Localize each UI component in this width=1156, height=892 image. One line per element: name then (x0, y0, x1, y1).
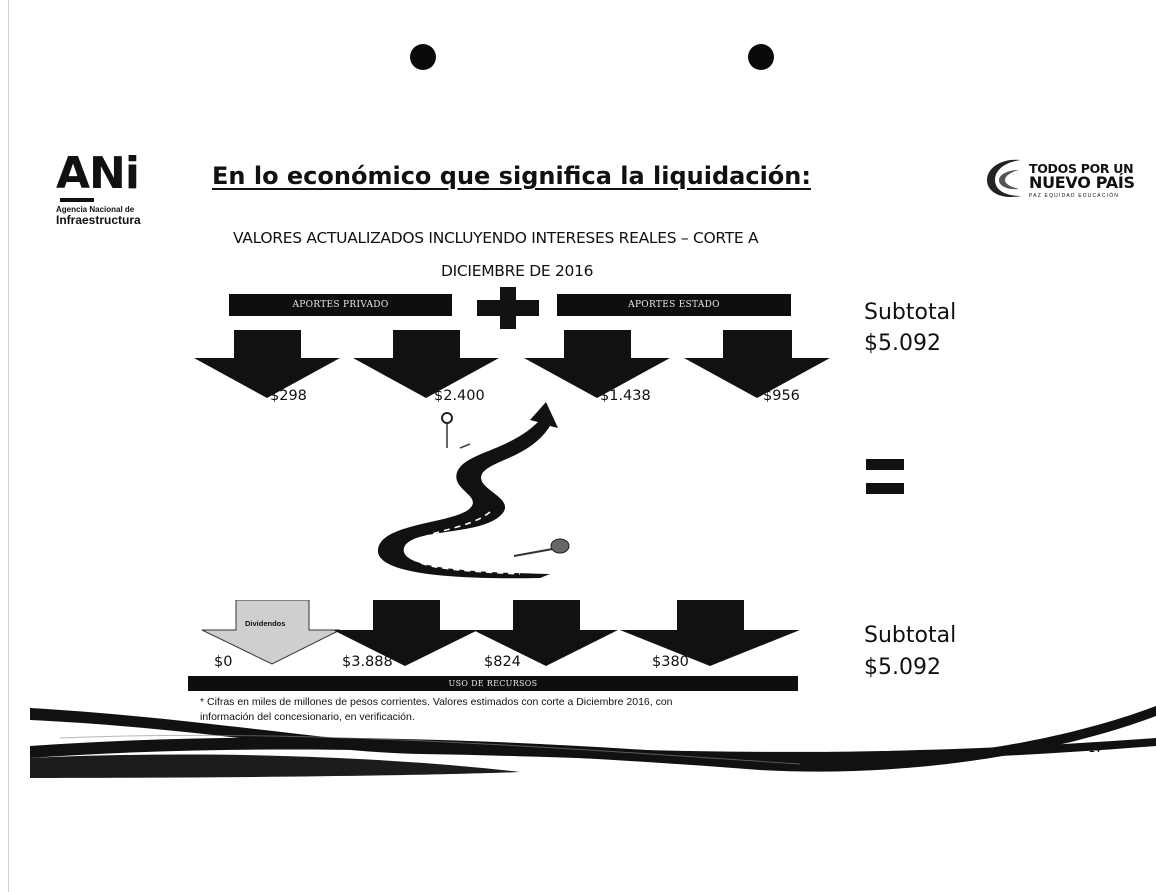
dividends-arrow-icon (201, 600, 341, 665)
government-logo-line3: PAZ EQUIDAD EDUCACIÓN (1029, 193, 1120, 199)
value-state-2: $956 (763, 388, 800, 404)
punch-hole-right (748, 44, 774, 70)
value-private-1: $298 (270, 388, 307, 404)
bottom-subtotal-label: Subtotal (864, 623, 957, 648)
top-subtotal-value: $5.092 (864, 331, 941, 356)
heading-line1: VALORES ACTUALIZADOS INCLUYENDO INTERESE… (233, 229, 759, 247)
top-down-arrows (194, 330, 830, 398)
government-logo-line2: NUEVO PAÍS (1029, 173, 1135, 192)
top-subtotal-label: Subtotal (864, 300, 957, 325)
equals-bar-bottom (866, 483, 904, 494)
down-arrow-icon (684, 330, 830, 398)
state-contributions-bar: APORTES ESTADO (557, 294, 791, 316)
heading-line2: DICIEMBRE DE 2016 (441, 262, 594, 280)
swoosh-emblem-icon (987, 159, 1021, 198)
resource-use-bar: USO DE RECURSOS (188, 676, 798, 691)
ani-logo-mark: ANi (56, 148, 140, 199)
slide-title: En lo económico que significa la liquida… (212, 162, 811, 190)
page-edge-line (8, 0, 9, 892)
plus-icon (477, 287, 539, 329)
down-arrow-icon (333, 600, 478, 666)
winding-road-illustration (377, 402, 570, 579)
punch-hole-left (410, 44, 436, 70)
decorative-wave-band (30, 706, 1156, 778)
value-use-1: $3.888 (342, 654, 393, 670)
down-arrow-icon (473, 600, 618, 666)
footnote-line1: * Cifras en miles de millones de pesos c… (200, 696, 673, 708)
value-use-3: $380 (652, 654, 689, 670)
page-number: 14 (1089, 744, 1101, 755)
down-arrow-icon (524, 330, 670, 398)
bottom-down-arrows (201, 600, 800, 666)
ani-logo-underline (60, 198, 94, 202)
government-logo: TODOS POR UN NUEVO PAÍS PAZ EQUIDAD EDUC… (983, 156, 1143, 206)
private-contributions-bar: APORTES PRIVADO (229, 294, 452, 316)
government-logo-line1: TODOS POR UN (1029, 161, 1134, 176)
equals-bar-top (866, 459, 904, 470)
value-state-1: $1.438 (600, 388, 651, 404)
down-arrow-icon (353, 330, 499, 398)
value-private-2: $2.400 (434, 388, 485, 404)
down-arrow-icon (194, 330, 340, 398)
value-use-2: $824 (484, 654, 521, 670)
ani-logo: ANi Agencia Nacional de Infraestructura (56, 148, 166, 227)
down-arrow-icon (620, 600, 800, 666)
value-dividends: $0 (214, 654, 233, 670)
dividends-label: Dividendos (245, 619, 286, 628)
footnote-line2: información del concesionario, en verifi… (200, 711, 415, 723)
ani-logo-line2: Infraestructura (56, 213, 141, 227)
bottom-subtotal-value: $5.092 (864, 655, 941, 680)
ani-logo-line1: Agencia Nacional de (56, 205, 135, 214)
